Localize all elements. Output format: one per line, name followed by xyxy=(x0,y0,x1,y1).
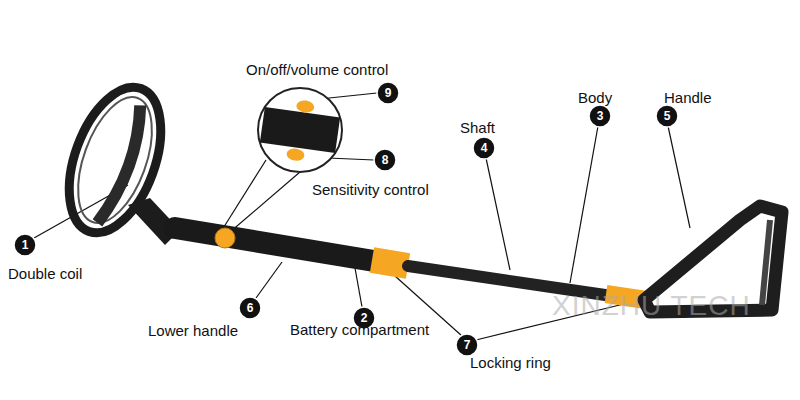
part-label: Double coil xyxy=(8,265,82,282)
leader-line xyxy=(230,172,300,232)
part-label: Locking ring xyxy=(470,354,551,371)
callout-number: 6 xyxy=(239,300,261,316)
leader-line xyxy=(355,268,362,307)
callout-circle xyxy=(239,297,261,319)
inset-body-tube xyxy=(260,107,340,153)
callout-number: 7 xyxy=(456,337,478,353)
callout-circle xyxy=(377,82,399,104)
callout-number: 4 xyxy=(473,140,495,156)
part-label: Sensitivity control xyxy=(312,181,429,198)
inset-volume-knob xyxy=(296,99,315,113)
inset-sensitivity-knob xyxy=(286,147,305,161)
part-label: On/off/volume control xyxy=(246,61,388,78)
callout-number: 8 xyxy=(374,152,396,168)
watermark: XINZHU TECH xyxy=(552,290,751,322)
callout-circle xyxy=(473,137,495,159)
leader-line xyxy=(486,158,510,270)
callout-number: 9 xyxy=(377,85,399,101)
callout-circle xyxy=(374,149,396,171)
inset-circle xyxy=(258,88,342,172)
part-label: Handle xyxy=(664,89,712,106)
callout-circle xyxy=(14,234,36,256)
part-label: Shaft xyxy=(460,119,495,136)
part-label: Battery compartment xyxy=(290,321,429,338)
callout-circle xyxy=(456,334,478,356)
callout-number: 5 xyxy=(656,108,678,124)
part-label: Body xyxy=(578,89,612,106)
callout-circle xyxy=(656,105,678,127)
control-knob xyxy=(215,228,235,248)
inset-body xyxy=(258,95,342,166)
leader-line xyxy=(256,262,282,298)
callout-number: 3 xyxy=(589,108,611,124)
leader-line xyxy=(668,126,690,228)
part-label: Lower handle xyxy=(148,322,238,339)
callout-circle xyxy=(589,105,611,127)
handle-grip xyxy=(762,220,770,305)
callout-number: 1 xyxy=(14,237,36,253)
lower-handle-tube xyxy=(175,228,380,262)
leader-line xyxy=(570,126,598,283)
